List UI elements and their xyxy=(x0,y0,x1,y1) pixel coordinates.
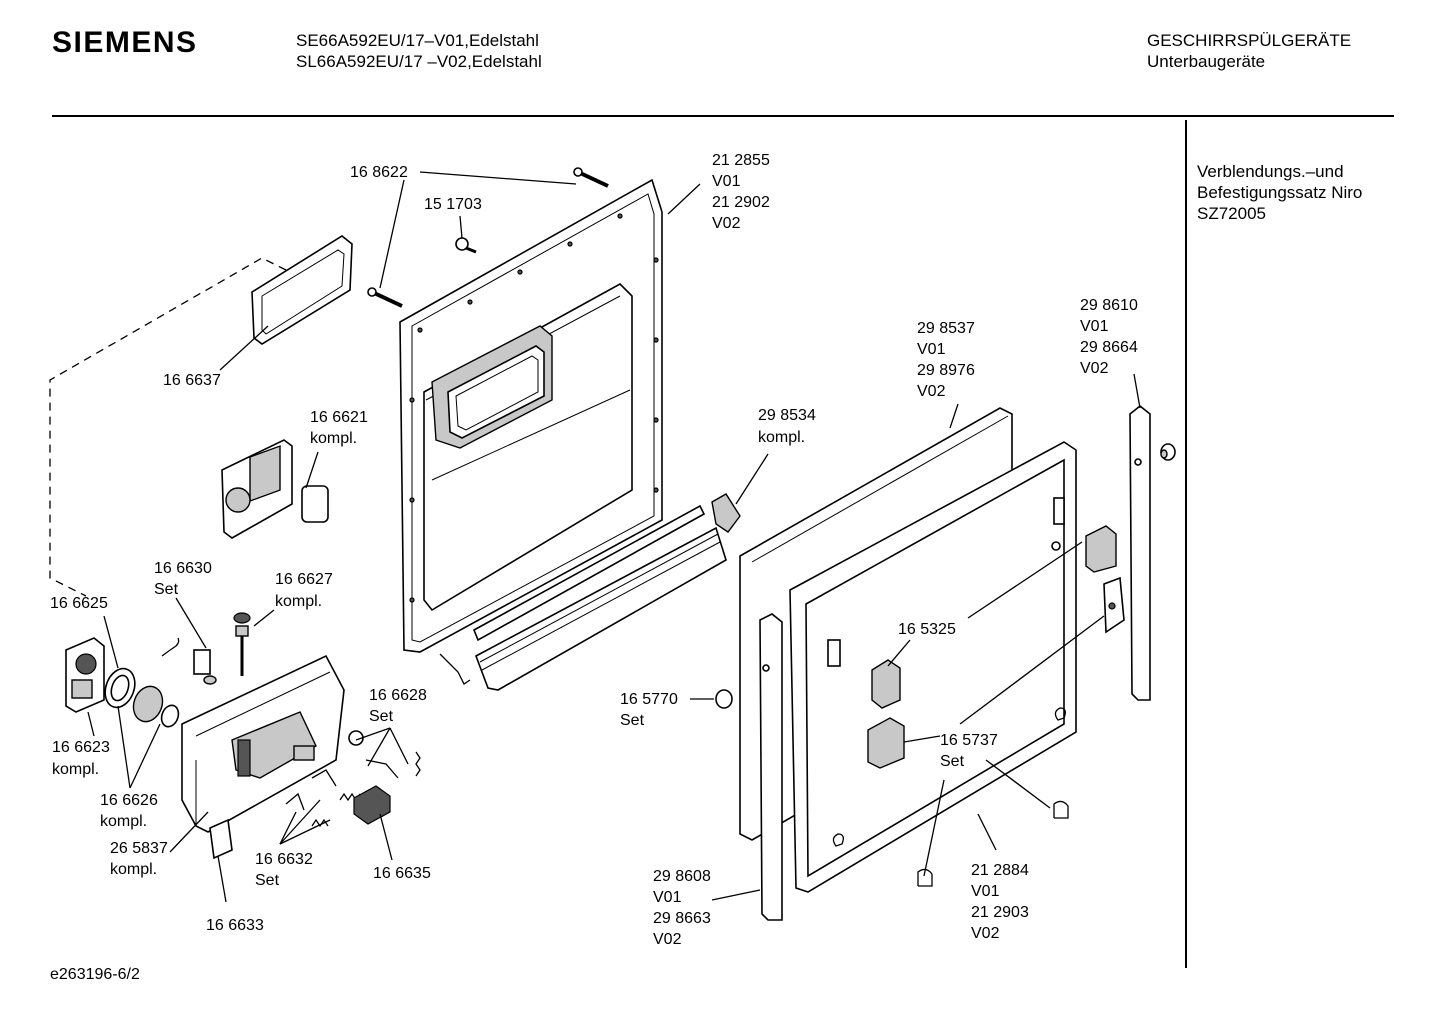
label-298976-variant: V02 xyxy=(917,383,946,400)
bracket-165737-b xyxy=(1085,525,1117,573)
screw-168622-left xyxy=(367,287,403,308)
kit-description: Verblendungs.–und Befestigungssatz Niro … xyxy=(1197,161,1362,224)
label-265837-kompl: kompl. xyxy=(110,861,157,878)
label-212903-variant: V02 xyxy=(971,925,1000,942)
label-165325: 16 5325 xyxy=(898,621,956,638)
label-298610: 29 8610 xyxy=(1080,297,1138,314)
label-212902: 21 2902 xyxy=(712,194,770,211)
bracket-165325 xyxy=(871,659,901,709)
screw-151703 xyxy=(455,237,477,254)
label-298537-variant: V01 xyxy=(917,341,946,358)
label-166621-kompl: kompl. xyxy=(310,430,357,447)
sidebar-divider xyxy=(1185,120,1187,968)
label-166637: 16 6637 xyxy=(163,372,221,389)
label-298664: 29 8664 xyxy=(1080,339,1138,356)
category-line-2: Unterbaugeräte xyxy=(1147,52,1266,71)
label-165770: 16 5770 xyxy=(620,691,678,708)
bracket-165737-c xyxy=(1103,576,1125,634)
panel-frame xyxy=(789,441,1077,893)
label-166625: 16 6625 xyxy=(50,595,108,612)
label-298663: 29 8663 xyxy=(653,910,711,927)
label-298534: 29 8534 xyxy=(758,407,816,424)
label-212855: 21 2855 xyxy=(712,152,770,169)
brand-logo: SIEMENS xyxy=(52,26,198,59)
model-line-1: SE66A592EU/17–V01,Edelstahl xyxy=(296,31,539,50)
category-line-1: GESCHIRRSPÜLGERÄTE xyxy=(1147,31,1352,50)
plate-166633 xyxy=(209,818,233,860)
header-divider xyxy=(52,115,1394,117)
label-166632: 16 6632 xyxy=(255,851,313,868)
label-168622: 16 8622 xyxy=(350,164,408,181)
label-212884: 21 2884 xyxy=(971,862,1029,879)
label-298663-variant: V02 xyxy=(653,931,682,948)
clip-298534 xyxy=(711,493,741,533)
label-166627: 16 6627 xyxy=(275,571,333,588)
kit-line-1: Verblendungs.–und xyxy=(1197,162,1344,181)
document-id: e263196-6/2 xyxy=(50,966,140,983)
dispenser-seal-166637 xyxy=(251,235,353,345)
label-298534-kompl: kompl. xyxy=(758,429,805,446)
label-166633: 16 6633 xyxy=(206,917,264,934)
label-165737: 16 5737 xyxy=(940,732,998,749)
screw-168622-top xyxy=(573,167,609,188)
pin-166630 xyxy=(161,637,217,685)
knob-298610 xyxy=(1160,443,1176,461)
bracket-165737-a xyxy=(867,717,905,769)
label-298664-variant: V02 xyxy=(1080,360,1109,377)
label-166632-set: Set xyxy=(255,872,280,889)
spring-166626 xyxy=(132,685,180,728)
label-166626: 16 6626 xyxy=(100,792,158,809)
assembly-guide xyxy=(49,257,287,597)
label-298976: 29 8976 xyxy=(917,362,975,379)
dispenser-knob-166625 xyxy=(65,637,105,713)
model-info: SE66A592EU/17–V01,Edelstahl SL66A592EU/1… xyxy=(296,30,542,72)
kit-line-2: Befestigungssatz Niro xyxy=(1197,183,1363,202)
label-212902-variant: V02 xyxy=(712,215,741,232)
model-line-2: SL66A592EU/17 –V02,Edelstahl xyxy=(296,52,542,71)
kit-line-3: SZ72005 xyxy=(1197,204,1266,223)
button-165770 xyxy=(715,689,733,709)
filter-166621 xyxy=(221,439,329,539)
foot-212884-a xyxy=(917,868,933,887)
label-166623-kompl: kompl. xyxy=(52,761,99,778)
label-212855-variant: V01 xyxy=(712,173,741,190)
label-166627-kompl: kompl. xyxy=(275,593,322,610)
door-bottom-rail xyxy=(472,504,727,691)
inner-door-panel xyxy=(399,178,663,653)
switch-166635 xyxy=(353,785,391,825)
label-166621: 16 6621 xyxy=(310,409,368,426)
label-166623: 16 6623 xyxy=(52,739,110,756)
ring-166623 xyxy=(104,667,136,709)
leader-lines xyxy=(87,171,1141,903)
label-166626-kompl: kompl. xyxy=(100,813,147,830)
bolt-166627 xyxy=(233,612,251,676)
foot-212884-b xyxy=(1053,800,1069,819)
latch-lever xyxy=(439,653,471,685)
label-212884-variant: V01 xyxy=(971,883,1000,900)
label-166635: 16 6635 xyxy=(373,865,431,882)
label-166628-set: Set xyxy=(369,708,394,725)
part-labels: 16 8622 15 1703 21 2855 V01 21 2902 V02 … xyxy=(50,152,1138,948)
label-265837: 26 5837 xyxy=(110,840,168,857)
label-165737-set: Set xyxy=(940,753,965,770)
side-strip-298610 xyxy=(1129,404,1151,701)
side-strip-298608 xyxy=(759,613,783,921)
label-298537: 29 8537 xyxy=(917,320,975,337)
label-151703: 15 1703 xyxy=(424,196,482,213)
label-298608-variant: V01 xyxy=(653,889,682,906)
label-298608: 29 8608 xyxy=(653,868,711,885)
label-165770-set: Set xyxy=(620,712,645,729)
dispenser-housing xyxy=(181,654,345,833)
label-166630-set: Set xyxy=(154,581,179,598)
category-info: GESCHIRRSPÜLGERÄTE Unterbaugeräte xyxy=(1147,30,1351,72)
label-166630: 16 6630 xyxy=(154,560,212,577)
label-212903: 21 2903 xyxy=(971,904,1029,921)
label-166628: 16 6628 xyxy=(369,687,427,704)
label-298610-variant: V01 xyxy=(1080,318,1109,335)
